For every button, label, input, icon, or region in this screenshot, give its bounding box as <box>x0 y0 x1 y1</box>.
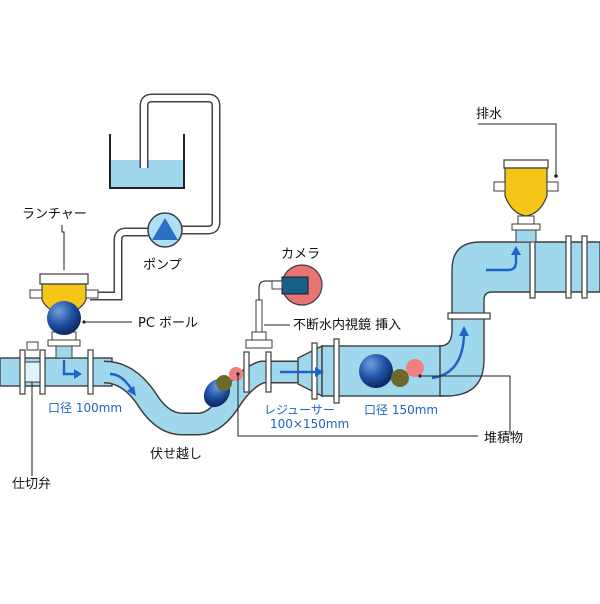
deposits-leader-left <box>237 374 478 437</box>
drain-assembly <box>493 159 559 243</box>
pc-ball-in-pipe <box>359 354 393 388</box>
launcher <box>29 273 99 359</box>
diameter-150-label: 口径 150mm <box>364 403 438 417</box>
deposit-particle <box>216 375 232 391</box>
drain-label: 排水 <box>476 107 502 122</box>
gate-valve <box>24 341 41 383</box>
reducer-label-line2: 100×150mm <box>270 417 349 431</box>
pc-ball-label: PC ボール <box>138 316 198 331</box>
gate-valve-label: 仕切弁 <box>12 477 51 492</box>
pump-hose <box>90 93 221 301</box>
flow-arrows <box>62 246 521 396</box>
deposits-leader-right <box>420 375 511 434</box>
launcher-label: ランチャー <box>22 207 87 222</box>
drain-leader <box>478 123 557 176</box>
flanges <box>19 235 588 404</box>
deposit-particle <box>229 367 243 381</box>
deposits-and-balls <box>203 354 424 408</box>
deposit-particle <box>406 359 424 377</box>
deposits-label: 堆積物 <box>484 431 523 446</box>
pump-label: ポンプ <box>143 258 182 273</box>
scope-label: 不断水内視鏡 挿入 <box>293 317 401 333</box>
pump <box>147 212 183 248</box>
pc-ball-launcher <box>47 301 81 335</box>
deposit-particle <box>391 369 409 387</box>
main-pipe <box>0 241 600 436</box>
camera <box>271 264 323 306</box>
siphon-label: 伏せ越し <box>150 447 202 462</box>
scope-insertion <box>245 280 284 349</box>
reducer-label-line1: レジューサー <box>264 403 335 417</box>
launcher-leader <box>61 225 65 270</box>
camera-label: カメラ <box>281 247 320 262</box>
diameter-100-label: 口径 100mm <box>48 401 122 415</box>
